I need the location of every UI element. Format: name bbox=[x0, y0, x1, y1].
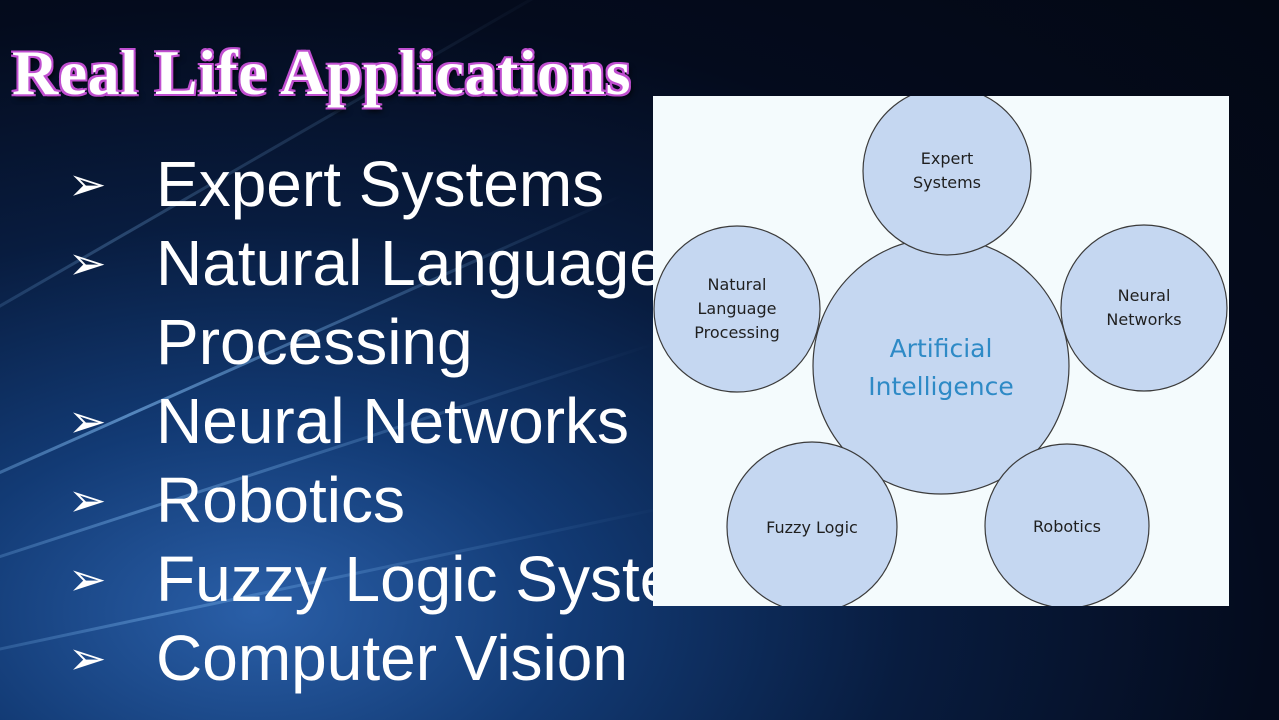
node-natural-language-processing: Natural Language Processing bbox=[653, 225, 821, 393]
ai-diagram-panel: Artificial Intelligence Expert Systems N… bbox=[653, 96, 1229, 606]
node-circle bbox=[862, 96, 1032, 256]
node-label-line: Processing bbox=[694, 323, 779, 342]
node-circle bbox=[653, 225, 821, 393]
node-neural-networks: Neural Networks bbox=[1060, 224, 1228, 392]
bullet-text: Robotics bbox=[156, 464, 405, 536]
node-circle bbox=[726, 441, 898, 606]
center-label-line: Artificial bbox=[890, 334, 993, 363]
node-fuzzy-logic: Fuzzy Logic bbox=[726, 441, 898, 606]
node-circle bbox=[984, 443, 1150, 606]
node-label-line: Networks bbox=[1106, 310, 1181, 329]
node-label-line: Expert bbox=[921, 149, 973, 168]
node-label-line: Natural bbox=[707, 275, 766, 294]
bullet-item: ➢ Natural Language Processing bbox=[68, 224, 796, 382]
slide-title: Real Life Applications bbox=[12, 37, 632, 108]
arrow-bullet-icon: ➢ bbox=[68, 474, 107, 526]
node-label-line: Robotics bbox=[1033, 517, 1101, 536]
arrow-bullet-icon: ➢ bbox=[68, 158, 107, 210]
bullet-item: ➢ Robotics bbox=[68, 461, 796, 540]
bullet-text: Natural Language Processing bbox=[156, 227, 665, 378]
bullet-text: Neural Networks bbox=[156, 385, 630, 457]
node-expert-systems: Expert Systems bbox=[862, 96, 1032, 256]
bullet-item: ➢ Neural Networks bbox=[68, 382, 796, 461]
arrow-bullet-icon: ➢ bbox=[68, 632, 107, 684]
node-label-line: Systems bbox=[913, 173, 981, 192]
ai-diagram: Artificial Intelligence Expert Systems N… bbox=[653, 96, 1228, 606]
arrow-bullet-icon: ➢ bbox=[68, 237, 107, 289]
bullet-item: ➢ Computer Vision bbox=[68, 619, 796, 698]
bullet-text: Expert Systems bbox=[156, 148, 605, 220]
node-label-line: Fuzzy Logic bbox=[766, 518, 858, 537]
node-robotics: Robotics bbox=[984, 443, 1150, 606]
bullet-item: ➢ Expert Systems bbox=[68, 145, 796, 224]
bullet-text: Computer Vision bbox=[156, 622, 628, 694]
node-label-line: Language bbox=[698, 299, 777, 318]
center-label-line: Intelligence bbox=[868, 372, 1013, 401]
arrow-bullet-icon: ➢ bbox=[68, 553, 107, 605]
bullet-list: ➢ Expert Systems ➢ Natural Language Proc… bbox=[68, 145, 796, 698]
node-circle bbox=[1060, 224, 1228, 392]
arrow-bullet-icon: ➢ bbox=[68, 395, 107, 447]
node-label-line: Neural bbox=[1118, 286, 1171, 305]
center-node: Artificial Intelligence bbox=[812, 237, 1070, 495]
